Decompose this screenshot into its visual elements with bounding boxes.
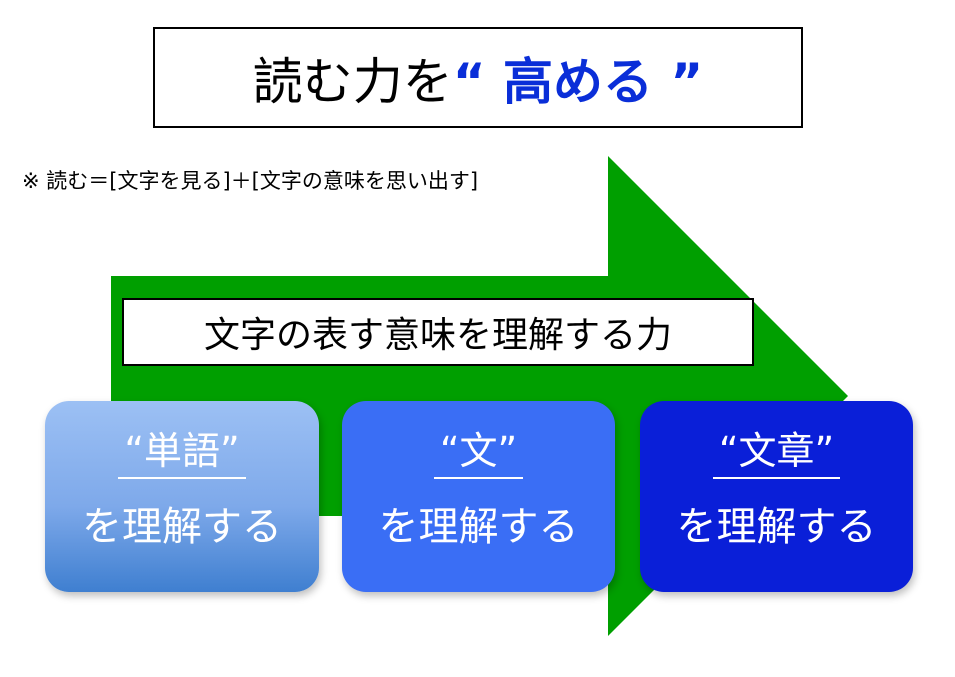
card-text: “文章” を理解する [640, 401, 913, 592]
card-sentence-heading: “文” [433, 429, 524, 479]
card-sentence: “文” を理解する [342, 401, 615, 592]
card-word-heading: “単語” [118, 429, 246, 479]
title-box: 読む力を“ 高める ” [153, 27, 803, 128]
title-main-text: 読む力を [252, 52, 453, 111]
card-word-body: を理解する [82, 504, 282, 550]
title-accent-text: “ 高める ” [452, 52, 704, 111]
card-sentence-body: を理解する [378, 504, 579, 550]
card-text-heading: “文章” [712, 429, 841, 479]
reading-definition-note: ※ 読む＝[文字を見る]＋[文字の意味を思い出す] [22, 169, 479, 193]
subtitle-box: 文字の表す意味を理解する力 [122, 298, 754, 366]
card-word: “単語” を理解する [45, 401, 319, 592]
card-text-body: を理解する [676, 504, 877, 550]
